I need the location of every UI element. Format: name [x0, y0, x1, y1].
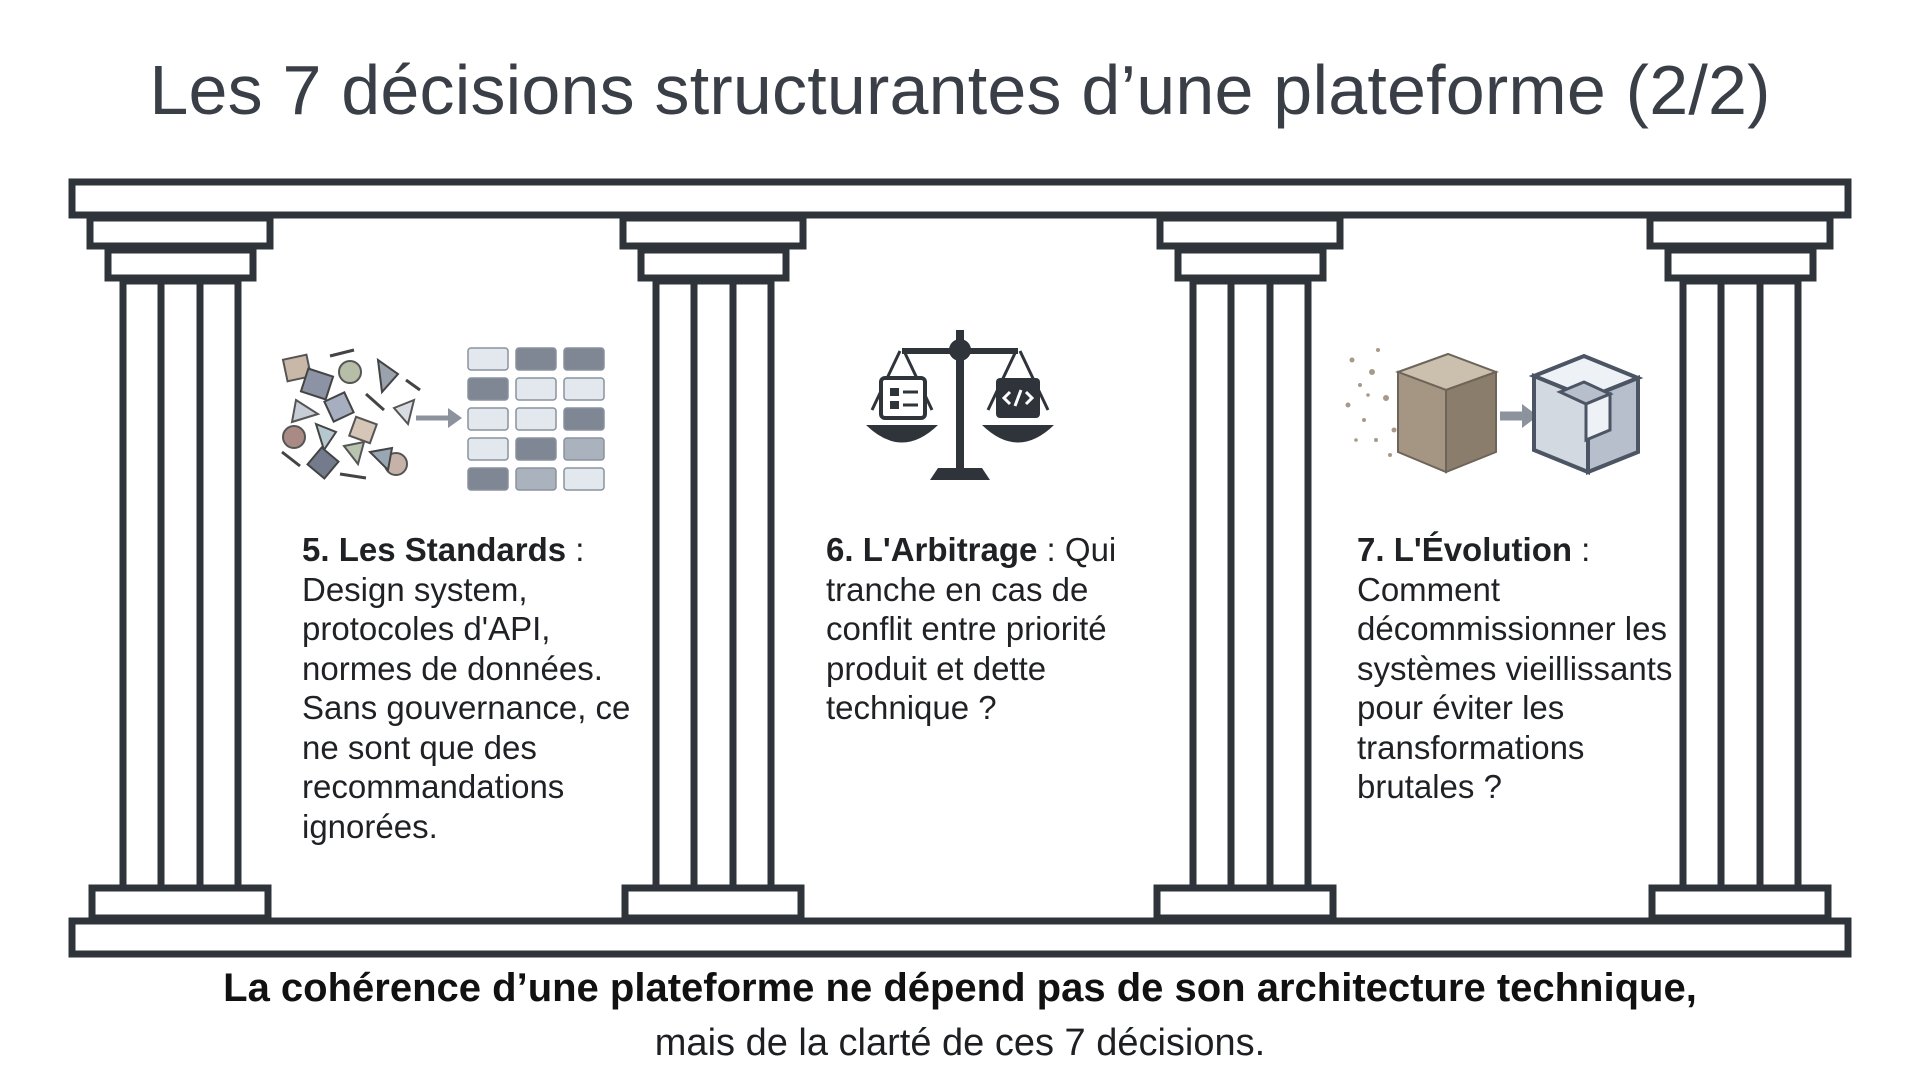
chaos-to-grid-icon [281, 347, 605, 491]
decision-7-separator: : [1572, 531, 1591, 568]
grid-tile [467, 377, 509, 401]
conclusion-line-1: La cohérence d’une plateforme ne dépend … [223, 966, 1697, 1010]
grid-tile [515, 347, 557, 371]
decision-7-text: Comment décommissionner les systèmes vie… [1357, 570, 1673, 806]
column-2 [619, 214, 807, 922]
grid-tile [515, 407, 557, 431]
grid-tile [467, 407, 509, 431]
grid-tile [467, 467, 509, 491]
grid-tile [563, 407, 605, 431]
decision-6-panel: 6. L'Arbitrage : Qui tranche en cas de c… [826, 530, 1136, 728]
conclusion-line-2: mais de la clarté de ces 7 décisions. [654, 1022, 1266, 1064]
decision-5-heading: 5. Les Standards [302, 531, 567, 568]
decision-7-heading: 7. L'Évolution [1357, 531, 1573, 568]
decision-6-heading: 6. L'Arbitrage [826, 531, 1038, 568]
temple-architrave [68, 178, 1852, 219]
decision-5-text: Design system, protocoles d'API, normes … [302, 570, 631, 845]
grid-tile [515, 467, 557, 491]
decision-7-panel: 7. L'Évolution : Comment décommissionner… [1357, 530, 1687, 807]
grid-tile [467, 437, 509, 461]
decision-5-panel: 5. Les Standards : Design system, protoc… [302, 530, 632, 846]
column-4 [1646, 214, 1834, 922]
decision-6-separator: : [1037, 531, 1065, 568]
decision-5-separator: : [566, 531, 585, 568]
balance-scale-icon [866, 330, 1054, 480]
grid-tile [563, 437, 605, 461]
column-3 [1153, 214, 1344, 922]
grid-tile [467, 347, 509, 371]
stone-to-block-icon [1345, 348, 1644, 475]
grid-tile [563, 347, 605, 371]
grid-tile [563, 377, 605, 401]
grid-tile [563, 467, 605, 491]
column-1 [86, 214, 274, 922]
grid-tile [515, 377, 557, 401]
page-title: Les 7 décisions structurantes d’une plat… [149, 51, 1771, 129]
decision-6-text: Qui tranche en cas de conflit entre prio… [826, 531, 1117, 726]
temple-base [68, 917, 1852, 958]
grid-tile [515, 437, 557, 461]
